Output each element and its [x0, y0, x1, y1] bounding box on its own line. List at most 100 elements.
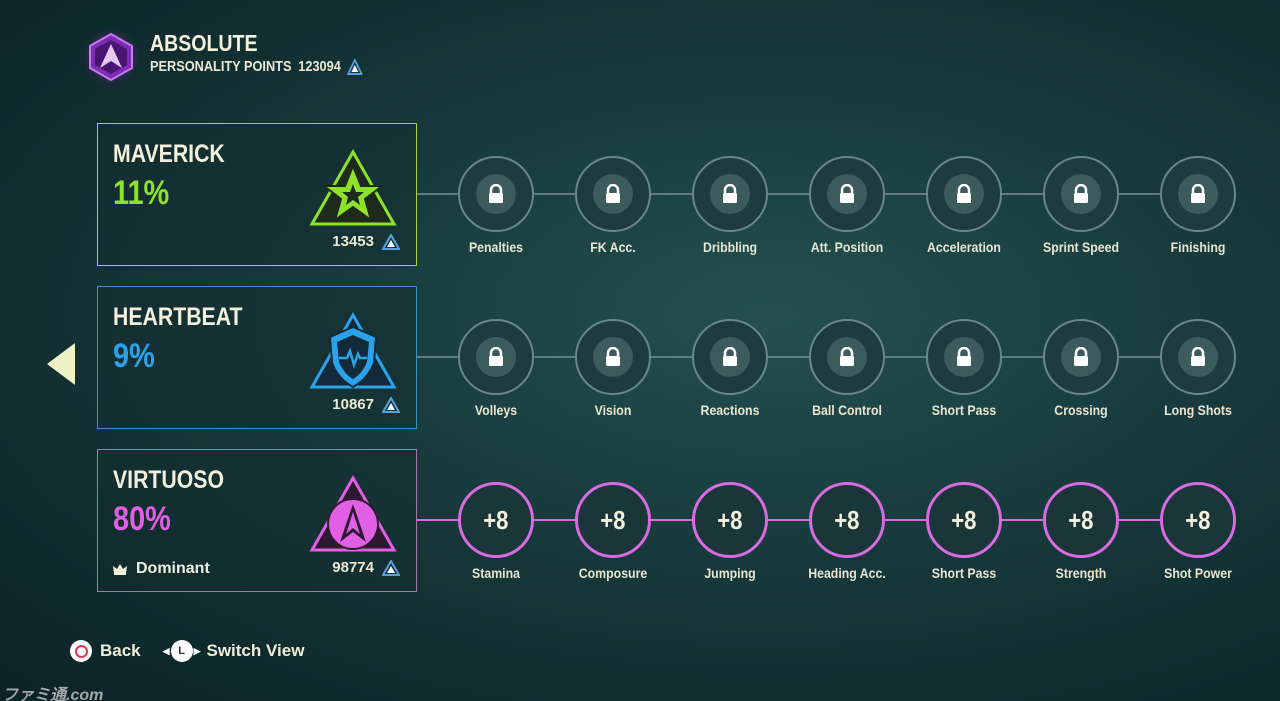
previous-arrow-icon[interactable]: [47, 343, 75, 385]
maverick-star-icon: [309, 148, 397, 226]
points-triangle-icon: [382, 396, 400, 413]
circle-button-icon[interactable]: [70, 640, 92, 662]
lock-badge: [1178, 174, 1218, 214]
stat-node[interactable]: [458, 156, 534, 232]
archetype-name: VIRTUOSO: [113, 466, 224, 494]
stat-node[interactable]: [809, 156, 885, 232]
profile-header: ABSOLUTE PERSONALITY POINTS 123094: [82, 28, 400, 86]
stat-node[interactable]: +8: [458, 482, 534, 558]
stat-node[interactable]: [1043, 319, 1119, 395]
stat-node-label: Stamina: [472, 565, 520, 581]
stat-node-label: Crossing: [1054, 402, 1108, 418]
stat-node-label: Composure: [578, 565, 648, 581]
stat-node[interactable]: [809, 319, 885, 395]
stat-node-label: Strength: [1055, 565, 1107, 581]
stat-node[interactable]: [458, 319, 534, 395]
stat-boost-value: +8: [834, 504, 860, 535]
dominant-badge: Dominant: [112, 560, 210, 578]
personality-points: PERSONALITY POINTS 123094: [150, 58, 363, 75]
stat-node-label: FK Acc.: [590, 239, 636, 255]
stat-node[interactable]: [692, 319, 768, 395]
stat-node[interactable]: [1160, 156, 1236, 232]
archetype-card-virtuoso[interactable]: VIRTUOSO 80% Dominant 98774: [97, 449, 417, 592]
left-stick-icon[interactable]: ◀ L ▶: [163, 640, 200, 662]
stat-node[interactable]: +8: [926, 482, 1002, 558]
lock-icon: [723, 184, 737, 203]
stat-node-label: Sprint Speed: [1042, 239, 1119, 255]
points-triangle-icon: [382, 559, 400, 576]
back-label[interactable]: Back: [100, 641, 141, 660]
lock-icon: [840, 347, 854, 366]
lock-badge: [476, 337, 516, 377]
absolute-emblem-icon: [82, 28, 140, 86]
lock-badge: [1178, 337, 1218, 377]
stat-node[interactable]: +8: [1160, 482, 1236, 558]
stat-node-label: Heading Acc.: [808, 565, 886, 581]
archetype-points-value: 13453: [332, 233, 374, 250]
stat-node-label: Finishing: [1170, 239, 1226, 255]
lock-badge: [593, 174, 633, 214]
archetype-card-maverick[interactable]: MAVERICK 11% 13453: [97, 123, 417, 266]
watermark-logo: ファミ通.com: [2, 687, 104, 701]
stat-boost-value: +8: [1068, 504, 1094, 535]
stat-node-label: Long Shots: [1164, 402, 1232, 418]
stat-node[interactable]: [1160, 319, 1236, 395]
lock-badge: [827, 174, 867, 214]
archetype-points: 10867: [332, 396, 400, 413]
heartbeat-shield-icon: [309, 311, 397, 389]
lock-badge: [593, 337, 633, 377]
lock-icon: [1191, 347, 1205, 366]
lock-icon: [1074, 184, 1088, 203]
points-triangle-icon: [347, 58, 363, 75]
stat-node-label: Acceleration: [927, 239, 1001, 255]
lock-icon: [723, 347, 737, 366]
lock-badge: [710, 174, 750, 214]
stat-node[interactable]: [575, 319, 651, 395]
archetype-points: 98774: [332, 559, 400, 576]
points-triangle-icon: [382, 233, 400, 250]
lock-badge: [944, 337, 984, 377]
footer-controls: Back ◀ L ▶ Switch View: [70, 640, 304, 662]
stat-node[interactable]: +8: [692, 482, 768, 558]
lock-icon: [489, 184, 503, 203]
stat-node[interactable]: [575, 156, 651, 232]
lock-icon: [606, 184, 620, 203]
stat-node[interactable]: [1043, 156, 1119, 232]
lock-icon: [957, 184, 971, 203]
lock-icon: [606, 347, 620, 366]
stat-node-label: Dribbling: [702, 239, 758, 255]
stat-node[interactable]: +8: [575, 482, 651, 558]
stat-node[interactable]: [926, 319, 1002, 395]
dominant-label: Dominant: [136, 560, 210, 577]
archetype-name: MAVERICK: [113, 140, 225, 168]
switch-view-label[interactable]: Switch View: [206, 641, 305, 660]
stat-boost-value: +8: [1185, 504, 1211, 535]
stat-boost-value: +8: [717, 504, 743, 535]
stat-node-label: Short Pass: [931, 402, 997, 418]
stat-node-label: Jumping: [704, 565, 756, 581]
lock-badge: [1061, 337, 1101, 377]
stat-node-label: Volleys: [474, 402, 518, 418]
stat-node[interactable]: +8: [809, 482, 885, 558]
personality-points-value: 123094: [298, 58, 341, 75]
lock-icon: [1074, 347, 1088, 366]
lock-badge: [827, 337, 867, 377]
archetype-card-heartbeat[interactable]: HEARTBEAT 9% 10867: [97, 286, 417, 429]
stat-boost-value: +8: [951, 504, 977, 535]
lock-badge: [710, 337, 750, 377]
stick-letter: L: [170, 640, 193, 662]
stat-node[interactable]: +8: [1043, 482, 1119, 558]
lock-icon: [840, 184, 854, 203]
page-title: ABSOLUTE: [150, 30, 258, 56]
stat-node-label: Reactions: [700, 402, 760, 418]
stat-boost-value: +8: [600, 504, 626, 535]
stat-node-label: Ball Control: [812, 402, 882, 418]
archetype-points-value: 98774: [332, 559, 374, 576]
virtuoso-triangle-icon: [309, 474, 397, 552]
stat-node[interactable]: [692, 156, 768, 232]
personality-points-label: PERSONALITY POINTS: [150, 58, 292, 75]
stat-node[interactable]: [926, 156, 1002, 232]
